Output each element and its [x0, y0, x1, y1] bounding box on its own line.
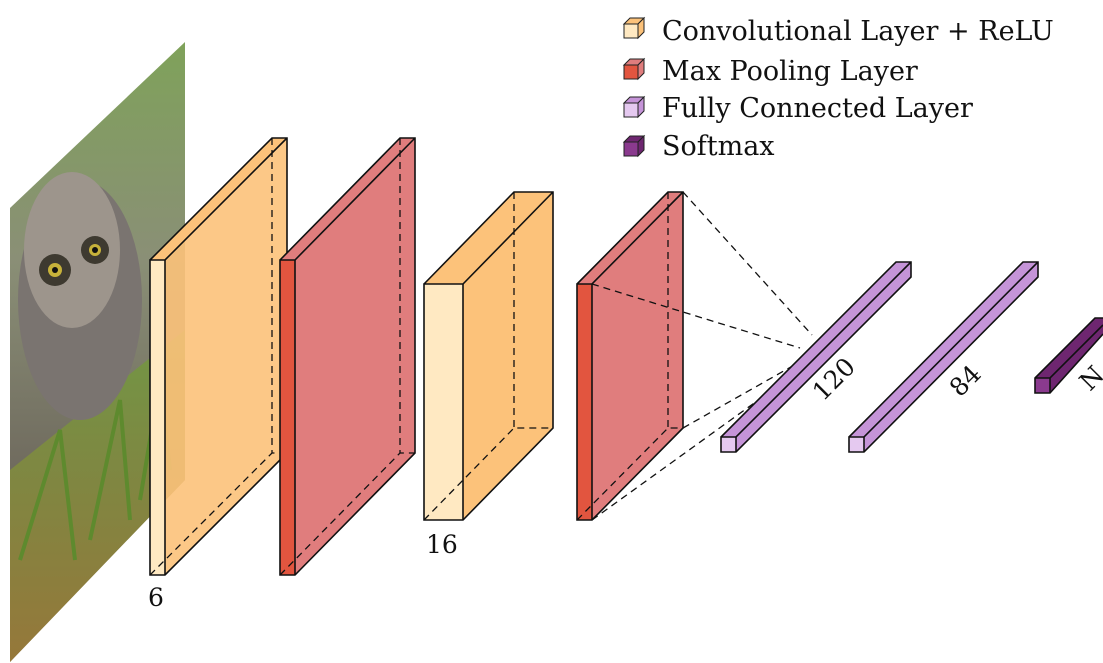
- legend-pool-icon: [622, 57, 646, 81]
- pool-layer-2: [576, 191, 684, 521]
- legend-softmax-icon: [622, 134, 646, 158]
- conv-layer-2: [423, 191, 554, 521]
- legend-pool-label: Max Pooling Layer: [662, 56, 918, 87]
- fc-layer-2: [848, 261, 1039, 453]
- legend-fc-icon: [622, 95, 646, 119]
- legend-conv-label: Convolutional Layer + ReLU: [662, 16, 1054, 47]
- legend-conv-icon: [622, 16, 646, 40]
- conv-layer-1: [149, 137, 288, 576]
- legend-softmax-label: Softmax: [662, 131, 775, 162]
- fc-layer-1: [720, 261, 912, 453]
- softmax-size-label: N: [1074, 360, 1103, 396]
- legend: Convolutional Layer + ReLU Max Pooling L…: [622, 16, 1054, 162]
- input-image: [10, 42, 185, 662]
- conv2-depth-label: 16: [426, 530, 458, 559]
- pool-layer-1: [279, 137, 416, 576]
- legend-fc-label: Fully Connected Layer: [662, 93, 973, 124]
- conv1-depth-label: 6: [148, 583, 164, 612]
- softmax-layer: [1034, 317, 1103, 394]
